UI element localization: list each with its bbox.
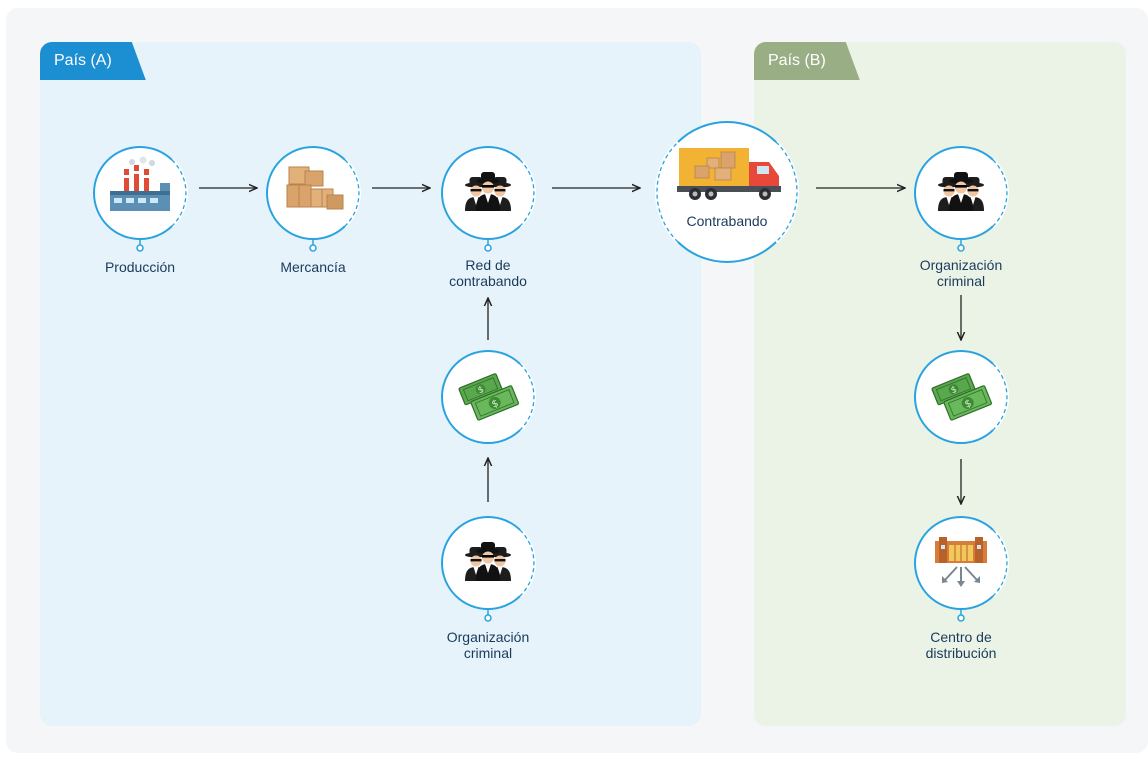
label-org-criminal-a-line1: Organización <box>446 629 530 645</box>
node-mercancia <box>266 146 361 252</box>
label-produccion: Producción <box>104 259 176 275</box>
node-produccion <box>93 146 188 252</box>
label-org-criminal-b-line1: Organización <box>919 257 1003 273</box>
label-org-criminal-a: Organización criminal <box>418 629 558 661</box>
label-org-criminal-a-line2: criminal <box>463 645 513 661</box>
node-org-criminal-b <box>914 146 1009 252</box>
truck-icon <box>677 148 781 200</box>
flow-arrows <box>199 188 961 504</box>
label-org-criminal-b: Organización criminal <box>891 257 1031 289</box>
node-contrabando <box>654 121 800 263</box>
label-contrabando: Contrabando <box>686 213 768 229</box>
criminals-icon <box>465 542 511 581</box>
label-centro-distribucion: Centro de distribución <box>891 629 1031 661</box>
node-dinero-b <box>914 350 1009 444</box>
criminals-icon <box>465 172 511 211</box>
criminals-icon <box>938 172 984 211</box>
panel-a-title: País (A) <box>40 42 146 80</box>
label-centro-distribucion-line1: Centro de <box>930 629 992 645</box>
label-red-contrabando: Red de contrabando <box>418 257 558 289</box>
label-mercancia: Mercancía <box>280 259 346 275</box>
label-red-contrabando-line2: contrabando <box>449 273 527 289</box>
label-centro-distribucion-line2: distribución <box>925 645 997 661</box>
boxes-icon <box>286 166 344 210</box>
label-red-contrabando-line1: Red de <box>465 257 511 273</box>
node-centro-distribucion <box>914 516 1009 622</box>
label-org-criminal-b-line2: criminal <box>936 273 986 289</box>
node-red-contrabando <box>441 146 536 252</box>
warehouse-icon <box>935 537 987 587</box>
panel-b-title: País (B) <box>754 42 860 80</box>
node-org-criminal-a <box>441 516 536 622</box>
factory-icon <box>110 156 170 211</box>
node-dinero-a <box>441 350 536 444</box>
